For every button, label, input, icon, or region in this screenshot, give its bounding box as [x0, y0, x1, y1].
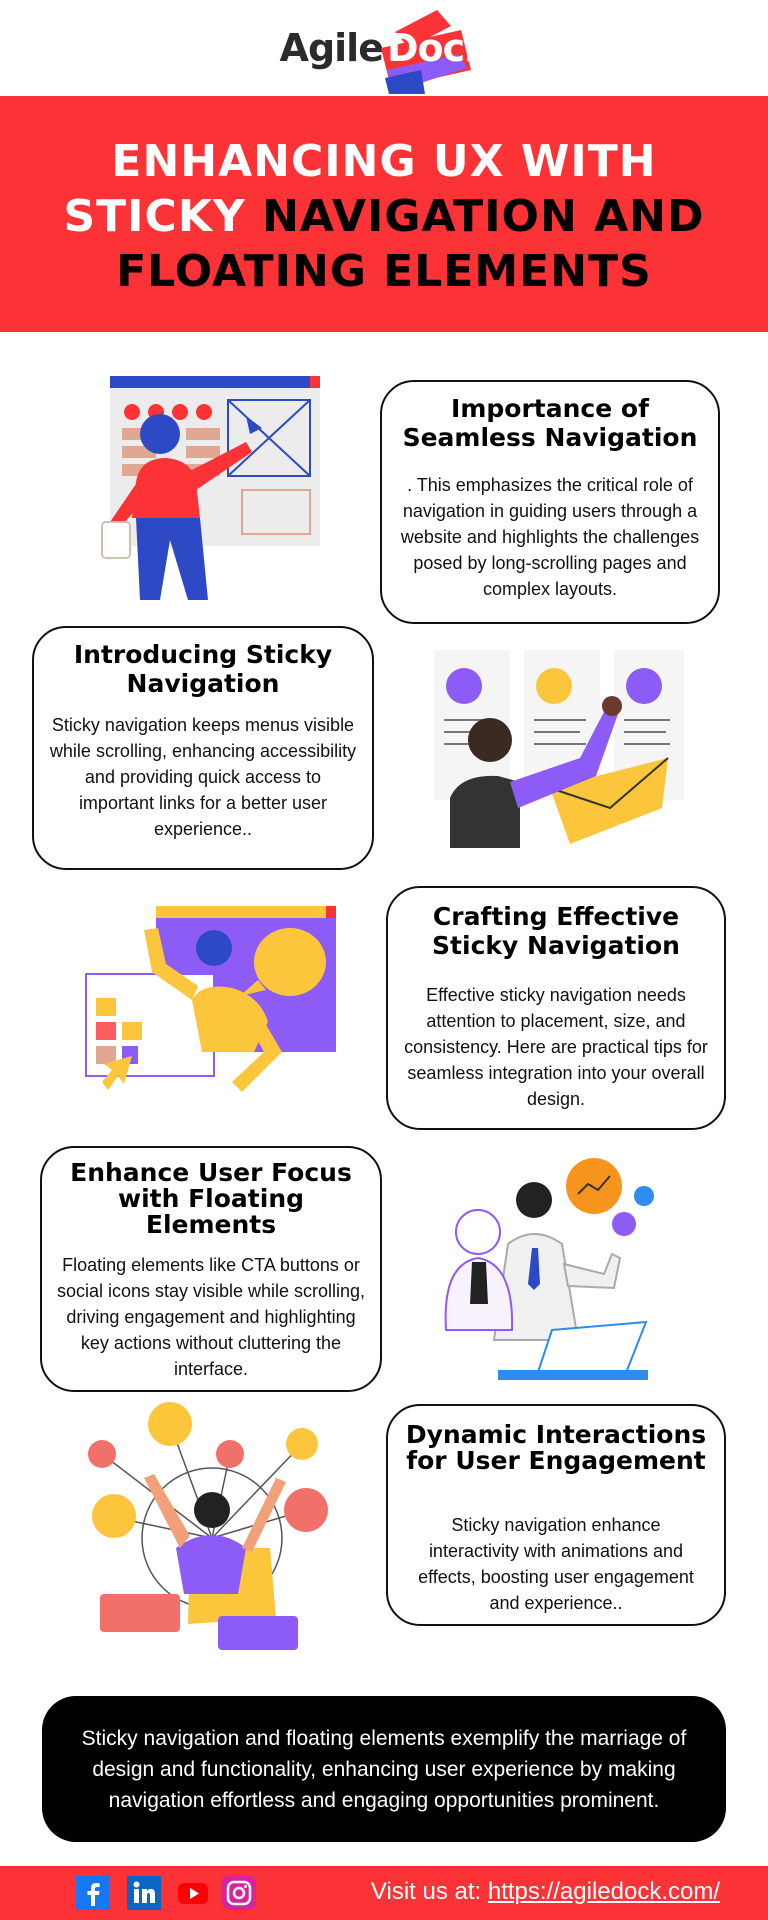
linkedin-icon[interactable] — [127, 1876, 161, 1910]
card-body: Sticky navigation enhance interactivity … — [418, 1515, 694, 1613]
card-title: Crafting Effective Sticky Navigation — [432, 902, 680, 960]
card-title: Dynamic Interactions for User Engagement — [405, 1420, 707, 1475]
logo-text-dock: Dock — [386, 26, 489, 70]
card-dynamic-interactions: Dynamic Interactions for User Engagement… — [386, 1404, 726, 1626]
facebook-icon[interactable] — [76, 1876, 110, 1910]
card-crafting-sticky-navigation: Crafting Effective Sticky Navigation Eff… — [386, 886, 726, 1130]
page-title: ENHANCING UX WITH STICKY NAVIGATION AND … — [0, 134, 768, 299]
network-illustration — [88, 1402, 328, 1650]
card-floating-elements: Enhance User Focus with Floating Element… — [40, 1146, 382, 1392]
browser-illustration — [85, 906, 336, 1092]
logo-text-agile: Agile — [279, 26, 384, 70]
team-illustration — [444, 1158, 654, 1380]
logo-shape-icon — [380, 10, 471, 94]
card-importance-navigation: Importance of Seamless Navigation . This… — [380, 380, 720, 624]
card-title: Introducing Sticky Navigation — [73, 640, 333, 698]
footer-bar: Visit us at: https://agiledock.com/ — [0, 1866, 768, 1920]
title-line-3: FLOATING ELEMENTS — [116, 246, 652, 297]
logo-dock-mark: Dock — [380, 10, 489, 94]
card-body: Sticky navigation keeps menus visible wh… — [49, 715, 357, 839]
website-link[interactable]: https://agiledock.com/ — [487, 1878, 720, 1905]
title-banner: ENHANCING UX WITH STICKY NAVIGATION AND … — [0, 96, 768, 332]
title-line-1: ENHANCING UX WITH — [111, 136, 657, 187]
logo: Agile Dock — [0, 0, 768, 96]
instagram-icon[interactable] — [222, 1876, 256, 1910]
visit-us: Visit us at: https://agiledock.com/ — [371, 1878, 720, 1906]
card-body: Floating elements like CTA buttons or so… — [56, 1255, 366, 1379]
youtube-icon[interactable] — [176, 1876, 210, 1910]
summary-text: Sticky navigation and floating elements … — [81, 1726, 687, 1812]
wireframe-illustration — [101, 376, 320, 600]
title-line-2-white: STICKY — [63, 191, 263, 242]
card-introducing-sticky-navigation: Introducing Sticky Navigation Sticky nav… — [32, 626, 374, 870]
card-title: Importance of Seamless Navigation — [402, 394, 698, 452]
card-body: Effective sticky navigation needs attent… — [404, 985, 708, 1109]
summary-box: Sticky navigation and floating elements … — [42, 1696, 726, 1842]
card-body: . This emphasizes the critical role of n… — [400, 475, 700, 599]
profiles-illustration — [434, 650, 684, 848]
card-title: Enhance User Focus with Floating Element… — [70, 1158, 352, 1239]
visit-label: Visit us at: — [370, 1878, 488, 1905]
title-line-2-black: NAVIGATION AND — [262, 191, 705, 242]
